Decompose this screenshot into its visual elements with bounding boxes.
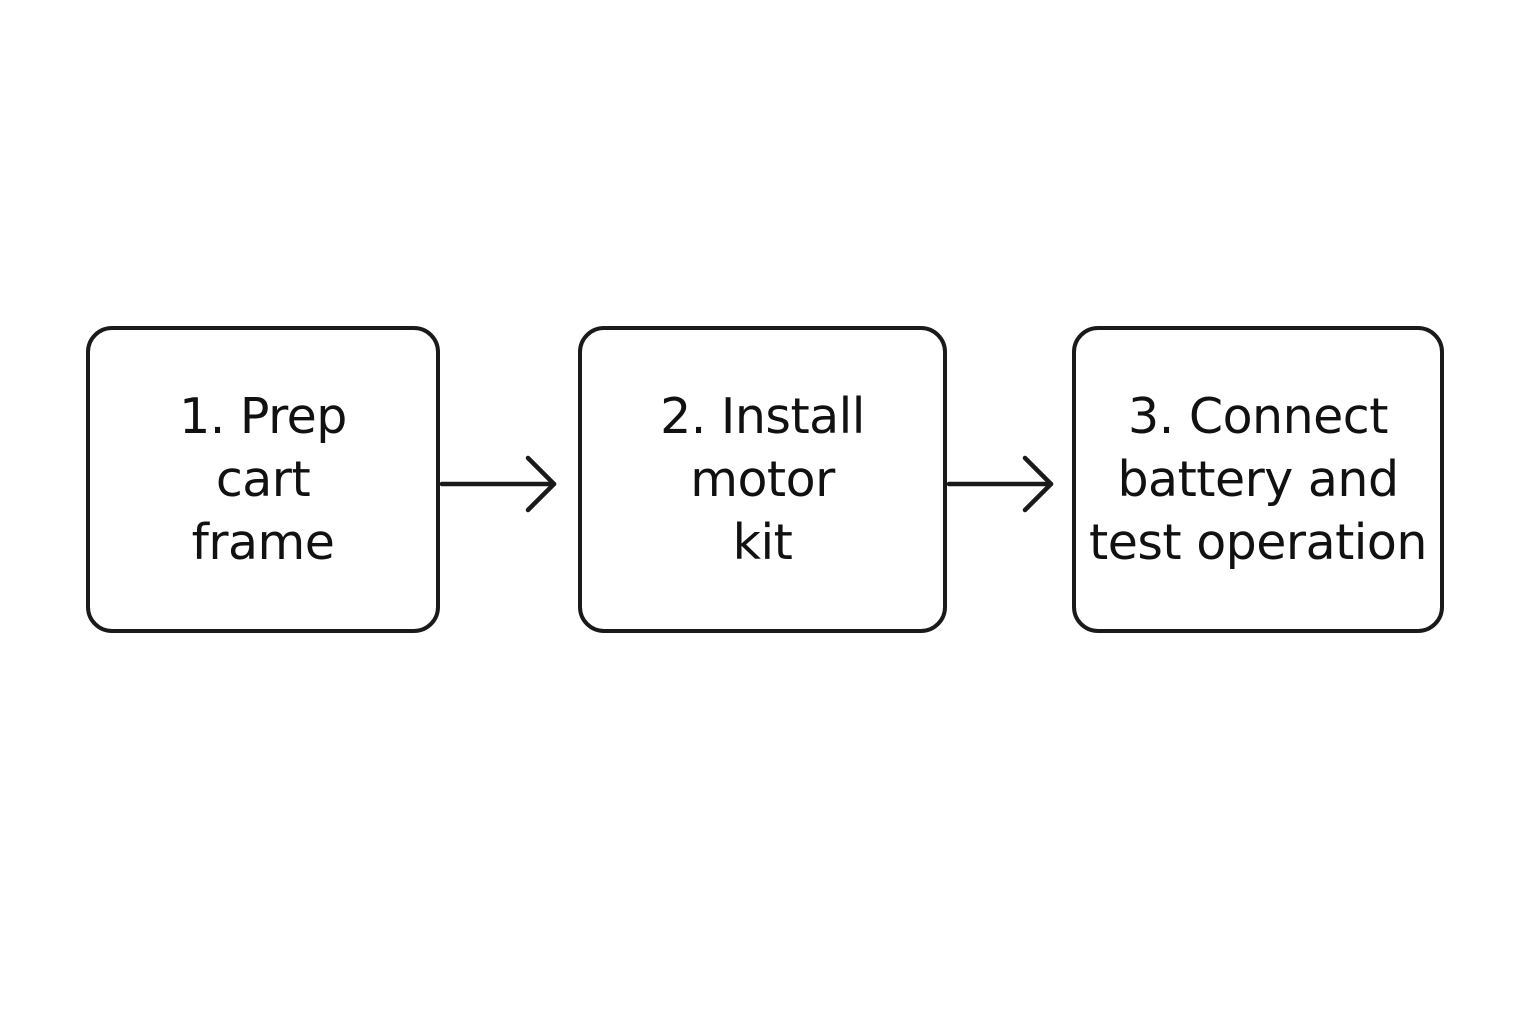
- step-3-line-1: 3. Connect: [1128, 388, 1388, 445]
- step-1-line-2: cart: [215, 451, 311, 508]
- step-3-box: 3. Connect battery and test operation: [1072, 326, 1444, 633]
- step-2-line-2: motor: [690, 451, 835, 508]
- step-2-line-1: 2. Install: [660, 388, 865, 445]
- step-1-line-3: frame: [191, 514, 335, 571]
- arrow-right-icon: [946, 455, 1054, 513]
- step-3-line-2: battery and: [1117, 451, 1399, 508]
- step-2-line-3: kit: [732, 514, 793, 571]
- arrow-right-icon: [439, 455, 557, 513]
- step-1-box: 1. Prep cart frame: [86, 326, 440, 633]
- step-2-box: 2. Install motor kit: [578, 326, 947, 633]
- step-1-line-1: 1. Prep: [179, 388, 347, 445]
- step-3-line-3: test operation: [1089, 514, 1427, 571]
